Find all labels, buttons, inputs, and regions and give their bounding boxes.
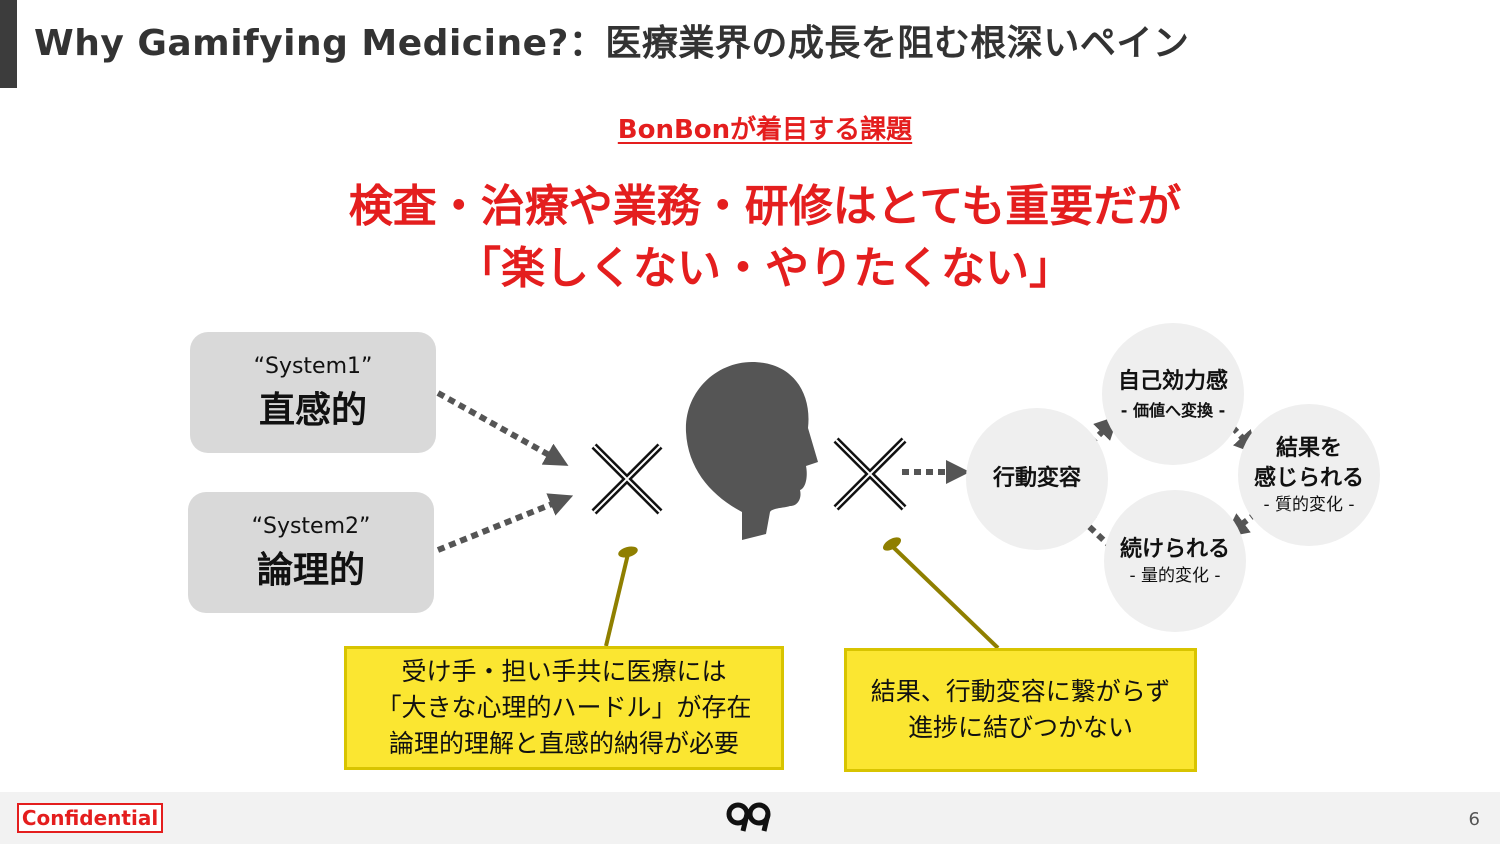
continue-title: 続けられる <box>1119 537 1230 562</box>
system1-arrow <box>436 390 569 466</box>
focus-label-text: BonBonが着目する課題 <box>617 115 913 145</box>
behavior-change-label: 行動変容 <box>992 466 1081 491</box>
left-callout-pointer <box>604 553 630 647</box>
feel-results-sub: - 質的変化 - <box>1263 495 1355 515</box>
page-number: 6 <box>1468 809 1480 830</box>
company-logo-icon <box>726 802 772 834</box>
cross-mark-icon-right <box>833 437 907 511</box>
left-callout-line-3: 論理的理解と直感的納得が必要 <box>388 729 739 758</box>
right-callout: 結果、行動変容に繋がらず 進捗に結びつかない <box>844 648 1197 772</box>
headline-line-2: 「楽しくない・やりたくない」 <box>457 243 1073 294</box>
system1-tag: “System1” <box>253 354 373 379</box>
page-title: Why Gamifying Medicine?：医療業界の成長を阻む根深いペイン <box>34 23 1190 64</box>
system2-tag: “System2” <box>251 514 371 539</box>
header-accent-bar <box>0 0 17 88</box>
left-callout-line-2: 「大きな心理的ハードル」が存在 <box>376 693 752 722</box>
feel-results-title-1: 結果を <box>1275 436 1342 461</box>
system1-name: 直感的 <box>258 390 367 431</box>
human-head-silhouette-icon <box>685 362 818 540</box>
continue-sub: - 量的変化 - <box>1129 566 1221 586</box>
system2-arrow <box>436 493 574 553</box>
system1-box: “System1” 直感的 <box>190 332 436 453</box>
right-callout-pointer-dot <box>882 537 902 551</box>
cross-mark-icon-left <box>591 443 663 515</box>
feel-results-circle: 結果を 感じられる - 質的変化 - <box>1238 404 1380 546</box>
right-callout-pointer <box>890 544 1000 650</box>
confidential-badge: Confidential <box>17 803 163 833</box>
self-efficacy-circle: 自己効力感 - 価値へ変換 - <box>1102 323 1244 465</box>
headline-line-1: 検査・治療や業務・研修はとても重要だが <box>348 181 1182 232</box>
left-callout-pointer-dot <box>618 546 638 558</box>
continue-circle: 続けられる - 量的変化 - <box>1104 490 1246 632</box>
right-callout-line-1: 結果、行動変容に繋がらず <box>870 677 1171 706</box>
right-callout-line-2: 進捗に結びつかない <box>907 713 1133 742</box>
self-efficacy-sub: - 価値へ変換 - <box>1120 401 1226 420</box>
focus-label: BonBonが着目する課題 <box>0 109 1500 146</box>
system2-name: 論理的 <box>256 550 365 591</box>
behavior-change-circle: 行動変容 <box>966 408 1108 550</box>
self-efficacy-title: 自己効力感 <box>1117 369 1228 394</box>
left-callout: 受け手・担い手共に医療には 「大きな心理的ハードル」が存在 論理的理解と直感的納… <box>344 646 784 770</box>
left-callout-line-1: 受け手・担い手共に医療には <box>401 657 727 686</box>
feel-results-title-2: 感じられる <box>1253 466 1364 491</box>
system2-box: “System2” 論理的 <box>188 492 434 613</box>
